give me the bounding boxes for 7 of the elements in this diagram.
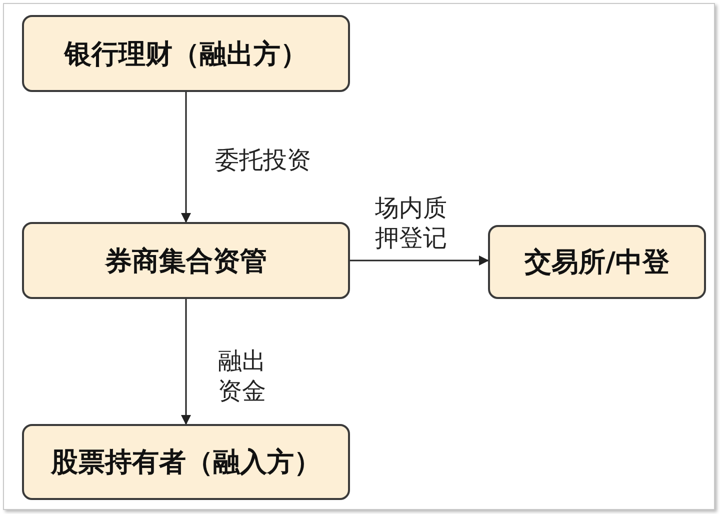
- process-box: 银行理财（融出方）: [22, 15, 350, 92]
- process-box: 交易所/中登: [488, 225, 706, 299]
- process-box: 券商集合资管: [22, 222, 350, 299]
- process-box: 股票持有者（融入方）: [22, 424, 350, 500]
- arrow: [181, 92, 191, 223]
- arrow: [350, 256, 489, 266]
- arrow: [181, 299, 191, 425]
